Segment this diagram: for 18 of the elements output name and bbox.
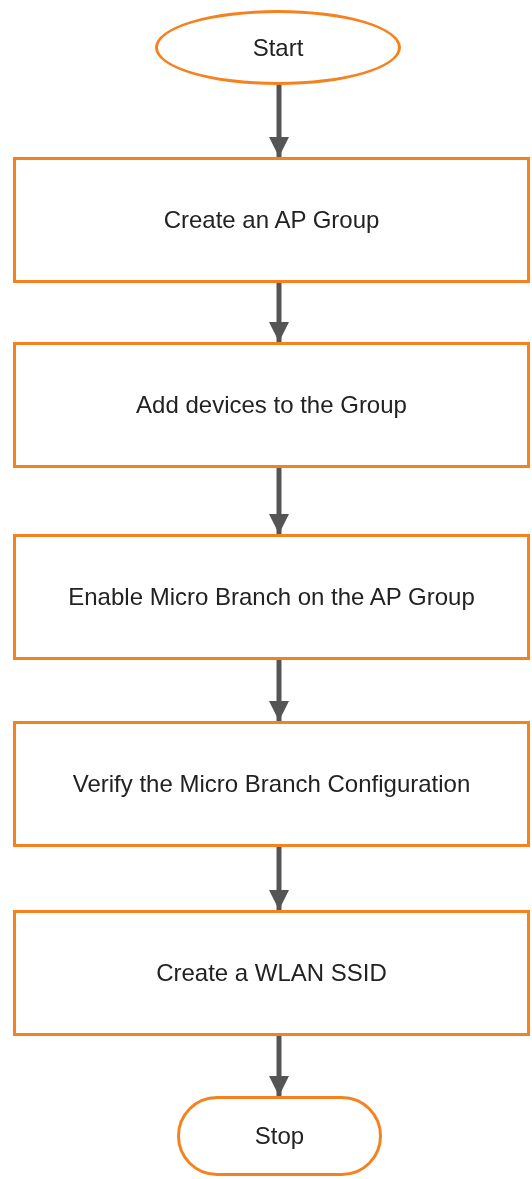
process-box [13, 721, 530, 847]
node-label: Verify the Micro Branch Configuration [71, 769, 472, 799]
arrow [269, 283, 289, 342]
node-label: Start [251, 32, 305, 63]
arrow [269, 85, 289, 157]
node-label: Create a WLAN SSID [155, 958, 388, 988]
arrow [269, 847, 289, 910]
process-box [13, 342, 530, 468]
process-box [13, 157, 530, 283]
arrow [269, 1036, 289, 1096]
node-label: Add devices to the Group [135, 390, 408, 420]
process-box [13, 910, 530, 1036]
arrow [269, 660, 289, 721]
node-label: Enable Micro Branch on the AP Group [67, 582, 476, 612]
process-box [13, 534, 530, 660]
arrow [269, 468, 289, 534]
node-label: Create an AP Group [162, 205, 381, 235]
node-label: Stop [253, 1121, 306, 1151]
